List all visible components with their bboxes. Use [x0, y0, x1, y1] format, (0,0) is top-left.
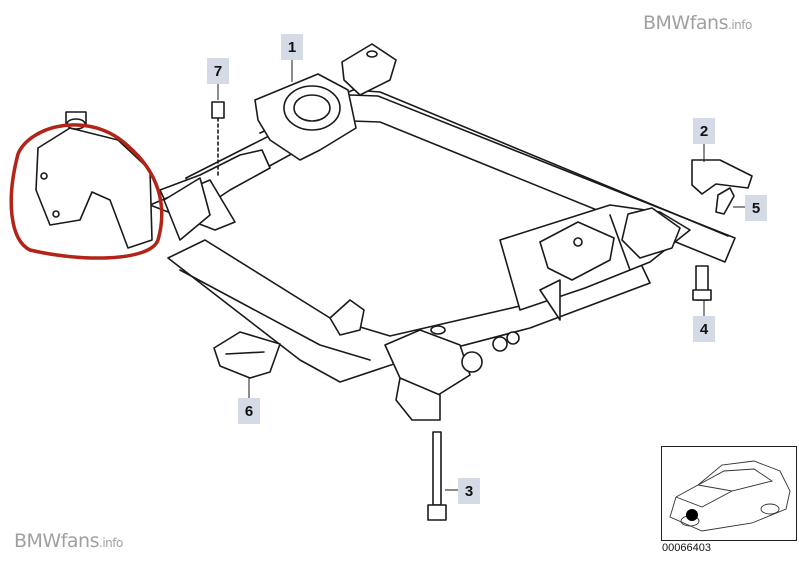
- car-outline-icon: [669, 460, 791, 532]
- watermark-top: BMWfans.info: [643, 12, 752, 34]
- location-marker: [686, 509, 698, 521]
- callout-6: 6: [238, 398, 260, 424]
- callout-3: 3: [458, 478, 480, 504]
- watermark-bottom-suffix: .info: [99, 536, 123, 550]
- rear-mount-bracket: [341, 43, 397, 96]
- highlight-outline: [9, 123, 164, 260]
- watermark-bottom-brand: BMWfans: [14, 530, 100, 552]
- part-6-support: [213, 331, 281, 379]
- watermark-top-brand: BMWfans: [643, 12, 729, 34]
- part-5-bolt: [715, 187, 735, 215]
- part-3-bolt: [432, 431, 442, 506]
- watermark-top-suffix: .info: [728, 18, 752, 32]
- left-engine-mount: [35, 127, 153, 249]
- callout-7: 7: [207, 58, 229, 84]
- callout-4: 4: [693, 316, 715, 342]
- part-7-nut: [211, 101, 225, 119]
- callout-5: 5: [745, 195, 767, 221]
- diagram-number: 00066403: [662, 542, 711, 554]
- right-mount-bracket: [539, 221, 615, 281]
- callout-2: 2: [693, 118, 715, 144]
- vehicle-locator-inset: [661, 446, 797, 541]
- callout-1: 1: [281, 34, 303, 60]
- front-crossmember: [167, 239, 651, 383]
- watermark-bottom: BMWfans.info: [14, 530, 123, 552]
- part-2-bracket: [691, 159, 753, 195]
